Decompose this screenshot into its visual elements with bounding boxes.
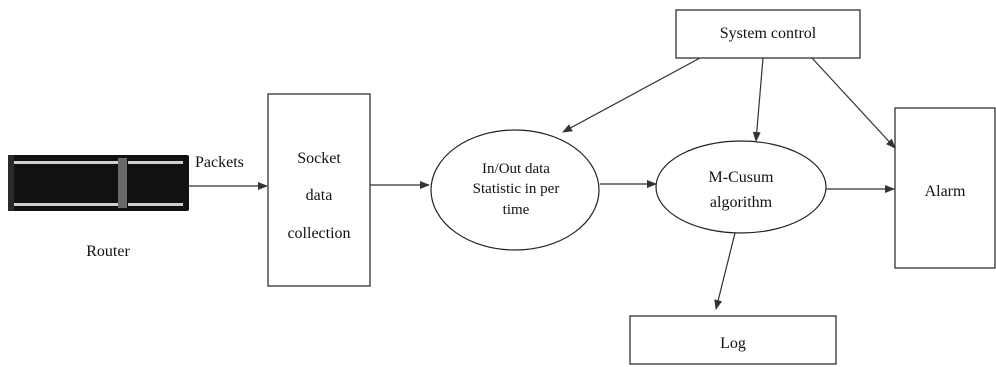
stats-line-2: Statistic in per — [473, 181, 560, 197]
socket-line-1: Socket — [297, 150, 341, 167]
stats-ellipse — [430, 129, 600, 251]
system-control-box — [675, 9, 861, 59]
router-top-strip-right — [128, 161, 183, 164]
mcusum-line-1: M-Cusum — [709, 169, 774, 186]
alarm-label: Alarm — [925, 183, 966, 200]
control-to-alarm-arrow — [811, 57, 896, 149]
router-bottom-strip-left — [14, 203, 118, 206]
mcusum-ellipse — [655, 140, 827, 234]
control-to-stats-arrow — [562, 57, 701, 133]
alarm-box — [894, 107, 996, 269]
router-bottom-strip-right — [128, 203, 183, 206]
mcusum-to-log-arrow — [714, 232, 736, 310]
control-to-mcusum-arrow — [752, 57, 764, 142]
system-control-label: System control — [720, 25, 817, 42]
router-device — [8, 155, 189, 211]
socket-line-3: collection — [287, 225, 350, 242]
log-label: Log — [720, 335, 746, 352]
socket-line-2: data — [306, 187, 333, 204]
router-left-cap — [8, 155, 14, 211]
packets-label: Packets — [195, 154, 244, 171]
router-center-divider — [118, 158, 127, 208]
mcusum-line-2: algorithm — [710, 194, 773, 211]
stats-line-1: In/Out data — [482, 161, 550, 177]
router-top-strip-left — [14, 161, 118, 164]
stats-line-3: time — [503, 202, 530, 218]
router-body — [8, 155, 189, 211]
log-box — [629, 315, 837, 365]
socket-collection-box — [267, 93, 371, 287]
router-label: Router — [86, 243, 130, 260]
